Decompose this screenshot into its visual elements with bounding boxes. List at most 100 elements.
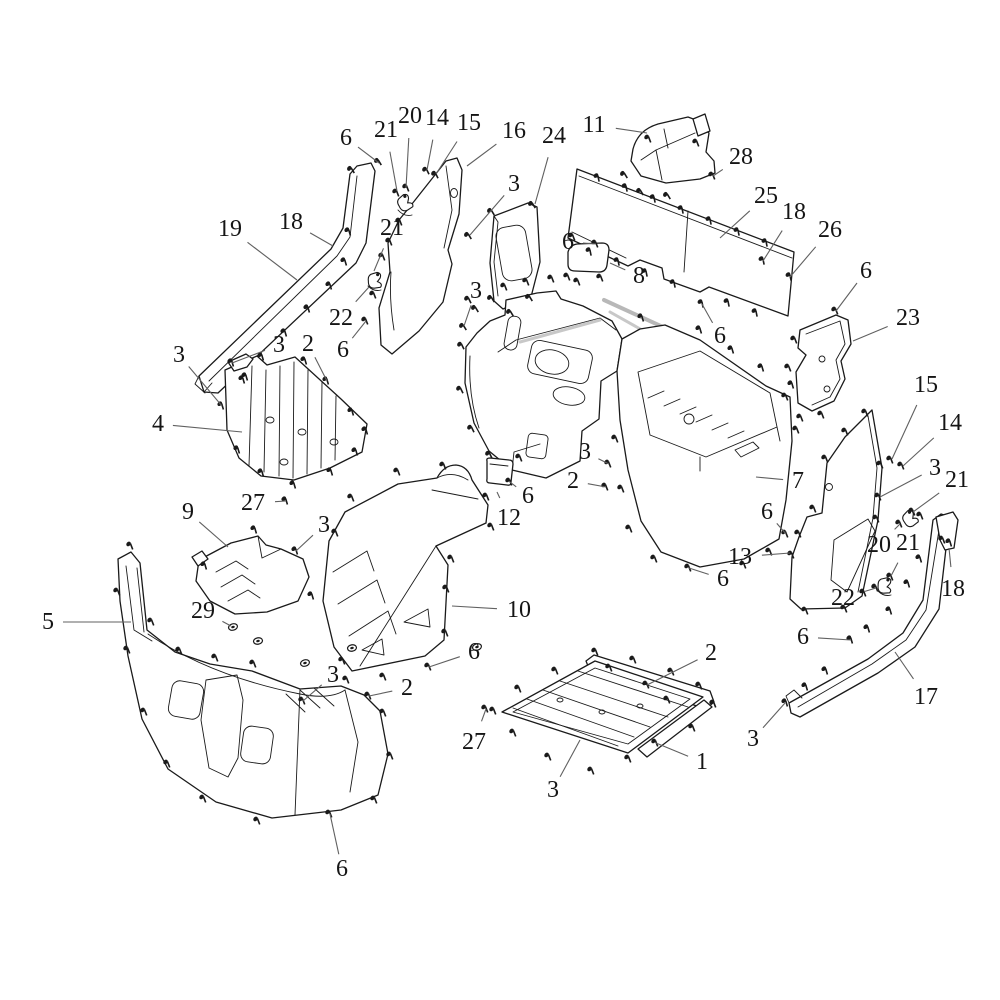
callout-label-3: 3 [173, 342, 185, 368]
callout-label-17: 17 [914, 684, 938, 710]
callout-label-22: 22 [831, 585, 855, 611]
leader-line [762, 230, 783, 262]
callout-label-15: 15 [914, 372, 938, 398]
leader-line [817, 637, 852, 641]
callout-label-2: 2 [401, 675, 413, 701]
leader-line [598, 458, 610, 465]
leader-line [329, 813, 340, 855]
callout-label-9: 9 [182, 499, 194, 525]
leader-line [247, 241, 298, 281]
clip-fasteners-right-lower [875, 575, 895, 596]
callout-label-29: 29 [191, 598, 215, 624]
callout-label-6: 6 [860, 258, 872, 284]
leader-line [776, 523, 787, 535]
leader-line [428, 656, 460, 668]
leader-line [894, 651, 914, 680]
callout-label-3: 3 [929, 455, 941, 481]
callout-label-3: 3 [508, 171, 520, 197]
callout-label-20: 20 [398, 103, 422, 129]
clip-fasteners-mid-left [366, 270, 384, 291]
callout-label-14: 14 [425, 105, 449, 131]
leader-line [351, 320, 367, 339]
callout-label-22: 22 [329, 305, 353, 331]
leader-line [582, 242, 597, 245]
callout-label-21: 21 [380, 215, 404, 241]
leader-line [480, 708, 487, 722]
leader-line [761, 552, 791, 556]
leader-line [902, 437, 935, 467]
leader-line [891, 404, 918, 460]
leader-line [712, 168, 724, 177]
callout-label-6: 6 [797, 624, 809, 650]
callout-label-3: 3 [747, 726, 759, 752]
leader-line [426, 139, 434, 171]
callout-label-3: 3 [327, 662, 339, 688]
part-24-panel [489, 202, 541, 310]
callout-label-4: 4 [152, 411, 164, 437]
callout-label-16: 16 [502, 118, 526, 144]
part-8-plate [567, 242, 610, 273]
callout-label-6: 6 [336, 856, 348, 882]
leader-line [463, 305, 472, 327]
callout-label-11: 11 [582, 112, 605, 138]
callout-label-24: 24 [542, 123, 566, 149]
callout-label-7: 7 [792, 468, 804, 494]
leader-line [509, 481, 517, 488]
callout-label-18: 18 [279, 209, 303, 235]
leader-line [466, 143, 497, 167]
part-10-panel [322, 464, 489, 672]
callout-label-28: 28 [729, 144, 753, 170]
leader-line [559, 739, 581, 778]
callout-label-2: 2 [567, 468, 579, 494]
leader-line [274, 500, 287, 503]
leader-line [435, 141, 458, 175]
leader-line [762, 702, 786, 729]
leader-line [835, 282, 858, 312]
callout-label-26: 26 [818, 217, 842, 243]
leader-line [655, 742, 689, 757]
callout-label-8: 8 [633, 263, 645, 289]
exploded-parts [117, 113, 959, 819]
callout-label-18: 18 [782, 199, 806, 225]
callout-label-6: 6 [717, 566, 729, 592]
leader-line [172, 424, 243, 433]
leader-line [646, 659, 698, 686]
callout-label-20: 20 [867, 532, 891, 558]
callout-label-6: 6 [714, 323, 726, 349]
part-11-cover [630, 113, 716, 184]
leader-line [188, 366, 223, 407]
callout-label-23: 23 [896, 305, 920, 331]
leader-line [222, 620, 232, 627]
leader-line [719, 210, 751, 239]
callout-label-6: 6 [340, 125, 352, 151]
callout-label-2: 2 [302, 331, 314, 357]
leader-line [534, 157, 549, 205]
callout-label-15: 15 [457, 110, 481, 136]
leader-line [231, 349, 266, 364]
leader-line [609, 262, 626, 271]
part-9-bracket [191, 535, 310, 615]
leader-line [863, 587, 877, 593]
callout-label-6: 6 [337, 337, 349, 363]
leader-line [373, 248, 385, 272]
leader-line [615, 127, 648, 134]
leader-line [314, 357, 328, 382]
callout-label-6: 6 [522, 483, 534, 509]
callout-label-3: 3 [547, 777, 559, 803]
part-7-floor-section [616, 324, 793, 568]
callout-label-6: 6 [562, 229, 574, 255]
callout-label-3: 3 [470, 278, 482, 304]
leader-line [587, 483, 607, 488]
leader-line [894, 523, 901, 530]
part-16-panel [378, 157, 463, 355]
leader-line [701, 303, 714, 324]
leader-line [912, 492, 940, 513]
leader-line [368, 690, 393, 697]
callout-label-3: 3 [318, 512, 330, 538]
callout-label-6: 6 [761, 499, 773, 525]
callout-label-25: 25 [754, 183, 778, 209]
leader-line [688, 567, 709, 575]
leader-line [755, 476, 784, 481]
